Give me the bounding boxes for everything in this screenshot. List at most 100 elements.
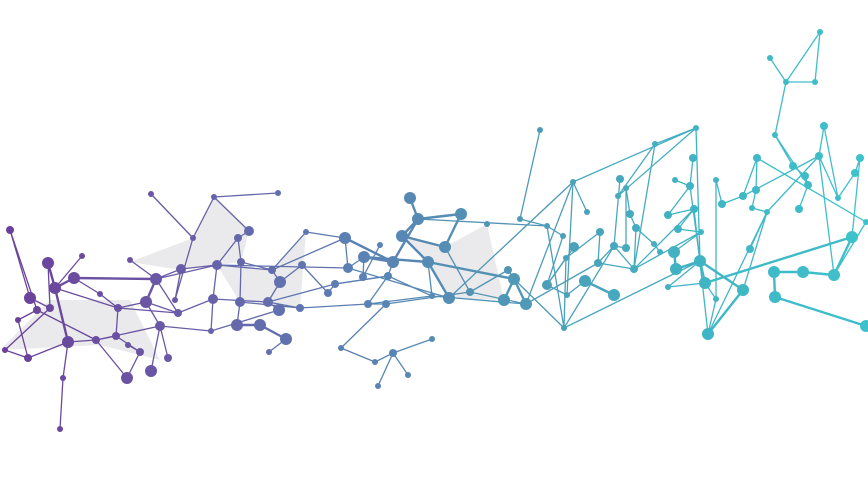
network-node xyxy=(235,297,245,307)
network-edge xyxy=(546,225,564,237)
network-node xyxy=(211,194,217,200)
network-edge xyxy=(818,125,825,157)
network-node xyxy=(622,244,630,252)
network-edge xyxy=(177,298,214,314)
network-node xyxy=(24,354,32,362)
network-node xyxy=(443,292,455,304)
network-node xyxy=(615,193,621,199)
network-edge xyxy=(448,181,574,299)
network-node xyxy=(783,79,789,85)
network-node xyxy=(439,241,451,253)
network-node xyxy=(594,259,602,267)
network-node xyxy=(136,348,144,356)
network-node xyxy=(231,319,243,331)
network-edge xyxy=(667,282,706,288)
network-node xyxy=(544,223,550,229)
network-node xyxy=(338,345,344,351)
network-edge xyxy=(742,211,768,291)
network-node xyxy=(651,241,657,247)
network-edge xyxy=(756,157,867,223)
network-node xyxy=(698,229,704,235)
network-edge xyxy=(597,262,635,270)
network-node xyxy=(384,272,392,280)
network-edge xyxy=(695,127,701,262)
network-node xyxy=(664,211,672,219)
network-node xyxy=(689,154,697,162)
network-node xyxy=(812,79,818,85)
network-node xyxy=(324,289,332,297)
network-node xyxy=(57,426,63,432)
network-node xyxy=(608,289,620,301)
network-node xyxy=(561,325,567,331)
network-node xyxy=(372,359,378,365)
network-edge xyxy=(766,155,820,213)
network-edge xyxy=(150,193,194,239)
network-edge xyxy=(192,196,215,239)
network-edge xyxy=(385,291,471,305)
network-edge xyxy=(633,208,695,270)
network-edge xyxy=(271,237,346,271)
network-node xyxy=(121,372,133,384)
network-node xyxy=(164,354,172,362)
network-node xyxy=(504,266,512,274)
network-node xyxy=(797,266,809,278)
network-edge xyxy=(617,127,697,197)
network-node xyxy=(234,234,242,242)
network-edge xyxy=(17,319,29,359)
network-node xyxy=(263,297,273,307)
network-edge xyxy=(613,245,635,270)
network-node xyxy=(377,242,383,248)
network-edge xyxy=(210,309,280,332)
network-node xyxy=(764,209,770,215)
network-node xyxy=(657,249,663,255)
network-node xyxy=(127,257,133,263)
network-node xyxy=(749,205,755,211)
network-node xyxy=(863,219,868,225)
network-edge xyxy=(4,349,29,359)
network-edge xyxy=(798,184,809,210)
network-node xyxy=(404,192,416,204)
network-edge xyxy=(347,267,450,299)
network-node xyxy=(856,154,864,162)
network-node xyxy=(339,232,351,244)
network-node xyxy=(801,172,809,180)
network-edge xyxy=(54,287,119,309)
network-node xyxy=(24,292,36,304)
network-node xyxy=(713,177,719,183)
network-node xyxy=(537,127,543,133)
network-node xyxy=(273,304,285,316)
network-node xyxy=(375,383,381,389)
network-node xyxy=(564,292,570,298)
network-edge xyxy=(706,288,745,336)
network-node xyxy=(563,255,569,261)
network-node xyxy=(672,177,678,183)
network-node xyxy=(275,190,281,196)
network-edge xyxy=(213,196,250,232)
network-node xyxy=(789,162,797,170)
network-edge xyxy=(213,192,279,198)
network-edge xyxy=(818,155,835,276)
network-node xyxy=(746,245,754,253)
network-edge xyxy=(597,231,601,264)
network-edge xyxy=(546,235,564,286)
network-node xyxy=(145,365,157,377)
network-edge xyxy=(613,178,621,247)
network-edge xyxy=(851,157,861,238)
network-node xyxy=(693,125,699,131)
network-edge xyxy=(392,352,409,376)
network-node xyxy=(820,122,828,130)
network-edge xyxy=(667,208,695,216)
network-node xyxy=(817,29,823,35)
network-node xyxy=(46,304,54,312)
network-node xyxy=(702,328,714,340)
network-edge xyxy=(633,231,702,270)
network-edge xyxy=(774,81,787,136)
network-edge xyxy=(159,325,169,359)
network-node xyxy=(616,175,624,183)
network-node xyxy=(387,256,399,268)
network-edge xyxy=(833,221,867,276)
network-node xyxy=(713,296,719,302)
network-edge xyxy=(212,264,218,300)
network-node xyxy=(690,205,698,213)
